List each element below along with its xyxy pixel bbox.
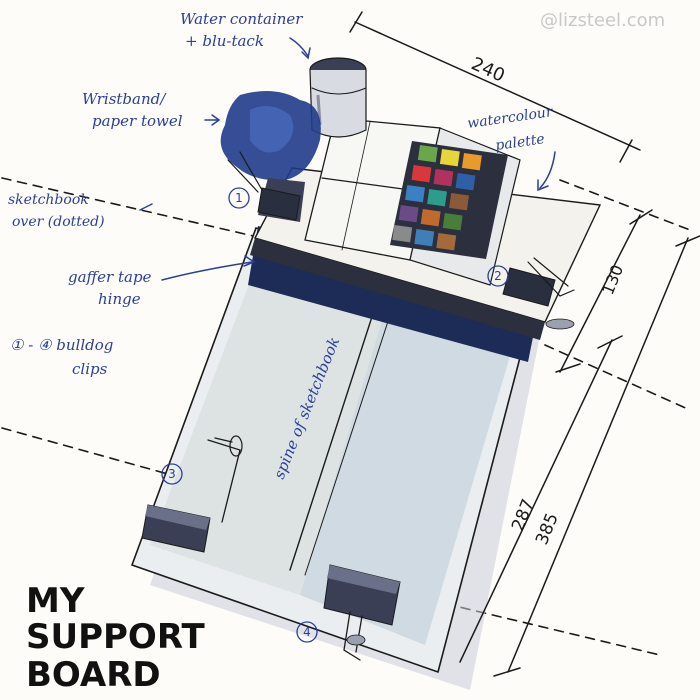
palette-pan bbox=[405, 185, 426, 203]
sketchbook-spine-line-2 bbox=[304, 299, 396, 576]
clip-number-3: 3 bbox=[168, 467, 176, 481]
dimension-lines bbox=[349, 11, 700, 677]
palette-pan bbox=[439, 149, 460, 167]
palette-pan bbox=[449, 193, 470, 211]
palette-pan bbox=[417, 145, 438, 163]
title-line-3: BOARD bbox=[26, 655, 161, 695]
clips-label: clips bbox=[72, 360, 108, 378]
palette-pan bbox=[411, 164, 432, 183]
annotation-arrows bbox=[139, 37, 556, 281]
sketchbook-right-page bbox=[300, 287, 520, 645]
water-container-icon bbox=[309, 57, 367, 138]
palette-pan bbox=[433, 169, 454, 187]
blu-tack-label: + blu-tack bbox=[185, 32, 264, 50]
palette-pan bbox=[461, 153, 482, 171]
dimension-130: 130 bbox=[598, 262, 627, 297]
gaffer-tape-label: gaffer tape bbox=[68, 268, 152, 286]
bulldog-clip-3-icon bbox=[141, 435, 243, 553]
palette-pan bbox=[420, 208, 441, 227]
water-container-label: Water container bbox=[180, 10, 303, 28]
bulldog-clip-4-icon bbox=[323, 564, 401, 661]
palette-label: palette bbox=[494, 131, 545, 154]
watermark: @lizsteel.com bbox=[540, 10, 665, 31]
watercolour-label: watercolour bbox=[466, 104, 555, 132]
sketchbook-over-label: over (dotted) bbox=[12, 214, 105, 230]
palette-pan bbox=[392, 225, 413, 243]
clip-number-4: 4 bbox=[303, 625, 311, 639]
hinge-label: hinge bbox=[98, 290, 141, 308]
bulldog-clips-label: ① - ④ bulldog bbox=[10, 336, 113, 354]
dimension-287: 287 bbox=[508, 496, 539, 534]
sketchbook-left-page bbox=[150, 250, 392, 595]
palette-pan bbox=[436, 233, 457, 251]
bulldog-clip-2-icon bbox=[502, 257, 575, 330]
palette-pan bbox=[427, 189, 448, 207]
bulldog-clip-1-icon bbox=[227, 151, 301, 221]
sketchbook-label: sketchbook bbox=[8, 192, 89, 208]
wristband-label: Wristband/ bbox=[82, 90, 167, 108]
dimension-385: 385 bbox=[532, 510, 563, 548]
clip-number-2: 2 bbox=[494, 269, 502, 283]
sketchbook-spine-line bbox=[289, 291, 381, 571]
palette-pan bbox=[414, 229, 435, 247]
palette-pan bbox=[442, 212, 463, 231]
palette-pan bbox=[455, 173, 476, 191]
clip-number-1: 1 bbox=[235, 191, 243, 205]
title-line-1: MY bbox=[26, 581, 85, 621]
palette-pan bbox=[398, 205, 419, 223]
clip-number-markers: 1 2 3 4 bbox=[161, 187, 509, 643]
paper-towel-label: paper towel bbox=[92, 112, 183, 130]
title-line-2: SUPPORT bbox=[26, 617, 205, 657]
watercolour-palette bbox=[390, 141, 508, 259]
